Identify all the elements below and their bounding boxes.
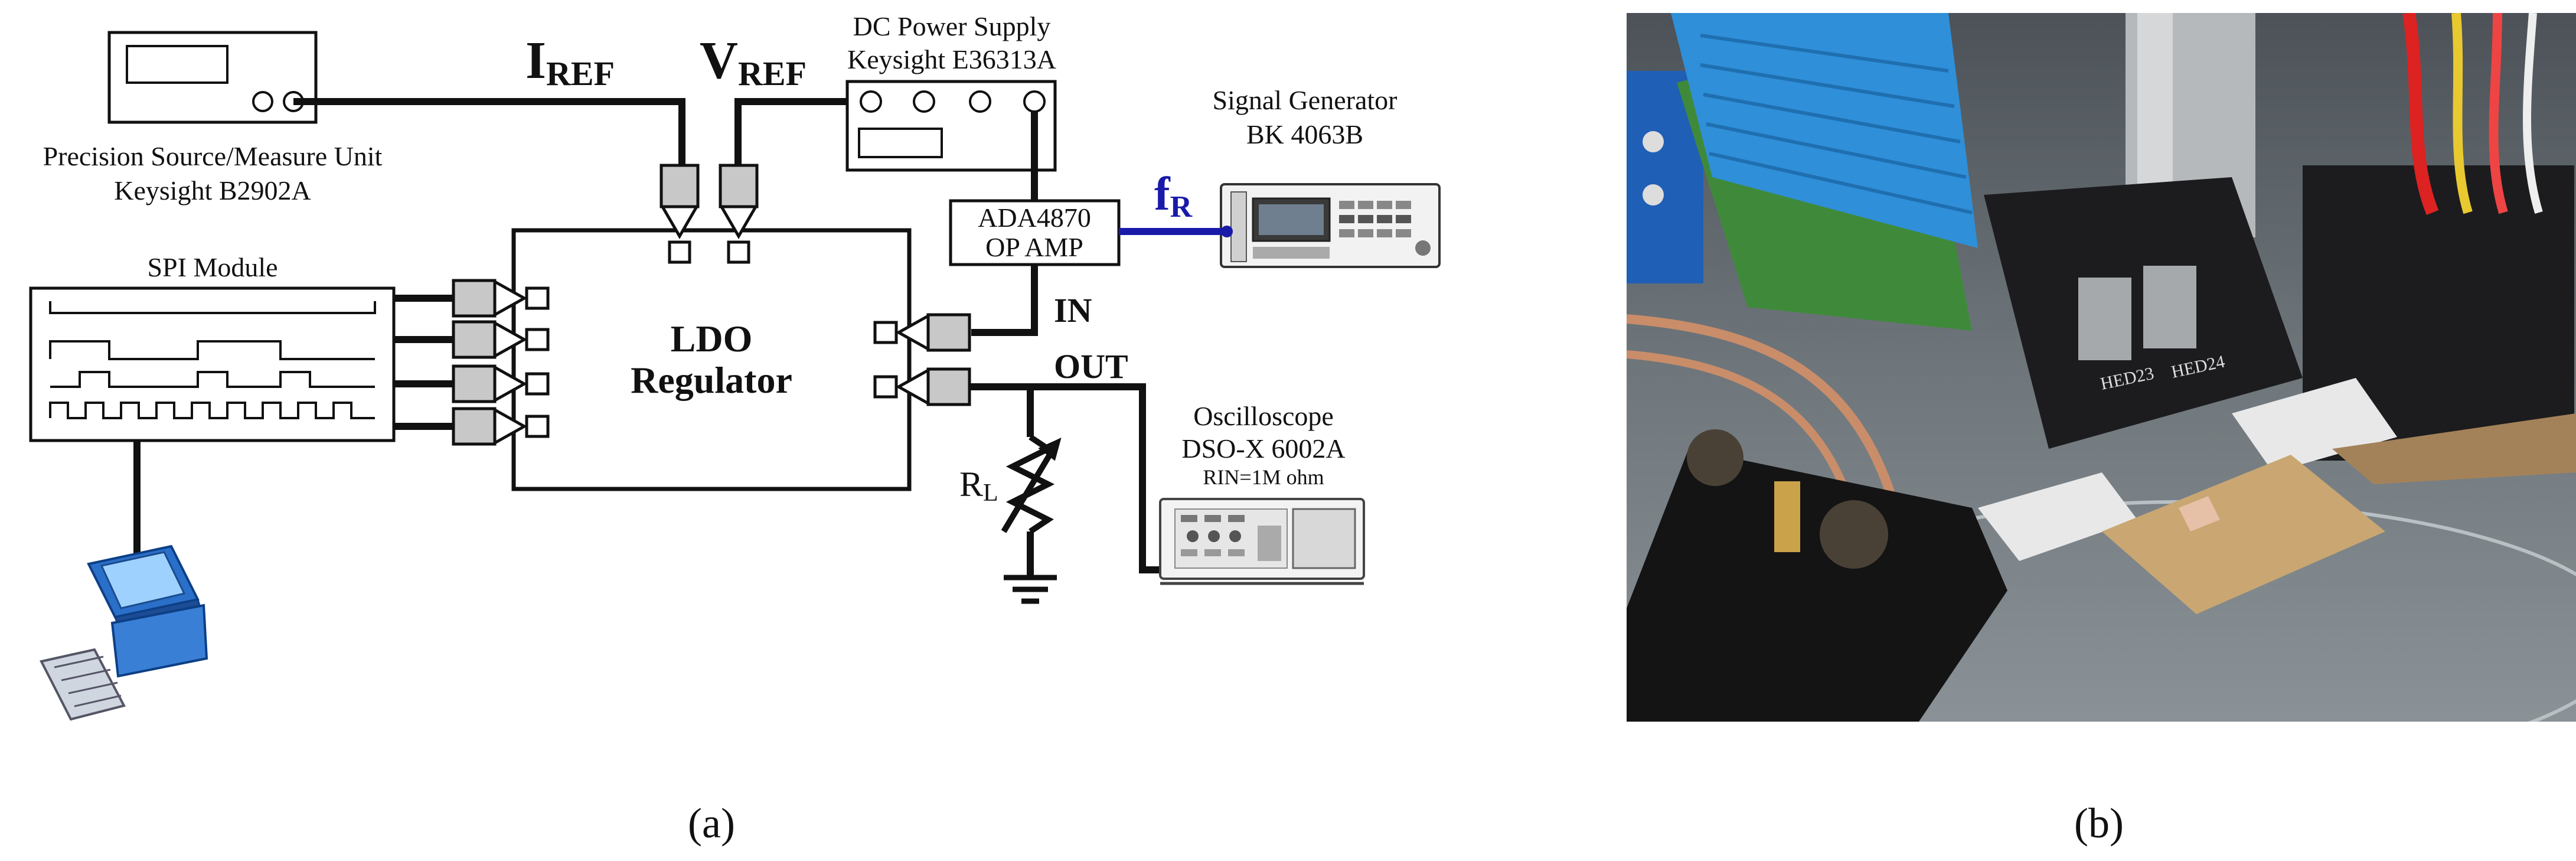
spi-module-icon xyxy=(29,286,396,442)
out-label: OUT xyxy=(1054,347,1128,386)
smu-instrument-icon xyxy=(107,31,318,124)
ldo-label-line2: Regulator xyxy=(631,359,792,401)
opamp-label-line1: ADA4870 xyxy=(978,203,1091,233)
iref-wire xyxy=(293,98,685,165)
caption-a: (a) xyxy=(688,800,735,847)
dc-supply-label-line1: DC Power Supply xyxy=(853,11,1051,41)
dc-supply-label-line2: Keysight E36313A xyxy=(847,44,1056,74)
iref-label-main: I xyxy=(525,31,546,90)
opamp-to-in-wire xyxy=(971,265,1038,336)
scope-label-line1: Oscilloscope xyxy=(1193,401,1334,431)
oscilloscope-icon xyxy=(1159,498,1365,585)
probe-station-photo: HED23 HED24 xyxy=(1627,13,2576,722)
opamp-label-line2: OP AMP xyxy=(985,232,1083,262)
vref-wire xyxy=(734,98,868,165)
scope-label-line2: DSO-X 6002A xyxy=(1181,433,1345,464)
variable-resistor-icon xyxy=(1001,434,1062,534)
fr-label-sub: R xyxy=(1170,190,1193,224)
iref-label-sub: REF xyxy=(546,54,615,93)
fr-label-main: f xyxy=(1154,168,1171,220)
ldo-regulator-box xyxy=(511,228,912,491)
computer-icon xyxy=(40,544,208,721)
fr-label: fR xyxy=(1154,168,1193,224)
ref-connectors xyxy=(659,164,759,264)
spi-module-label: SPI Module xyxy=(147,252,277,282)
sig-gen-label-line1: Signal Generator xyxy=(1213,85,1398,115)
io-connectors xyxy=(873,313,971,406)
ground-icon xyxy=(1004,575,1057,604)
caption-b: (b) xyxy=(2074,800,2124,847)
smu-label-line1: Precision Source/Measure Unit xyxy=(43,141,383,171)
vref-label: VREF xyxy=(700,31,807,93)
in-label: IN xyxy=(1054,291,1092,330)
smu-label-line2: Keysight B2902A xyxy=(114,175,311,206)
dc-supply-instrument-icon xyxy=(845,80,1057,172)
opamp-box xyxy=(949,199,1121,266)
spi-connectors xyxy=(452,279,550,446)
sig-gen-label-line2: BK 4063B xyxy=(1246,119,1363,149)
vref-label-sub: REF xyxy=(738,54,807,93)
out-wire xyxy=(969,383,1160,573)
signal-generator-icon xyxy=(1220,183,1441,268)
vref-label-main: V xyxy=(700,31,738,90)
spi-bus-wires xyxy=(394,295,453,430)
iref-label: IREF xyxy=(525,31,615,93)
block-diagram: Precision Source/Measure Unit Keysight B… xyxy=(29,11,1441,721)
rl-label-main: R xyxy=(959,465,983,504)
rl-label: RL xyxy=(959,465,998,507)
ldo-label-line1: LDO xyxy=(671,318,753,360)
scope-label-line3: RIN=1M ohm xyxy=(1203,465,1324,489)
rl-label-sub: L xyxy=(983,480,998,507)
